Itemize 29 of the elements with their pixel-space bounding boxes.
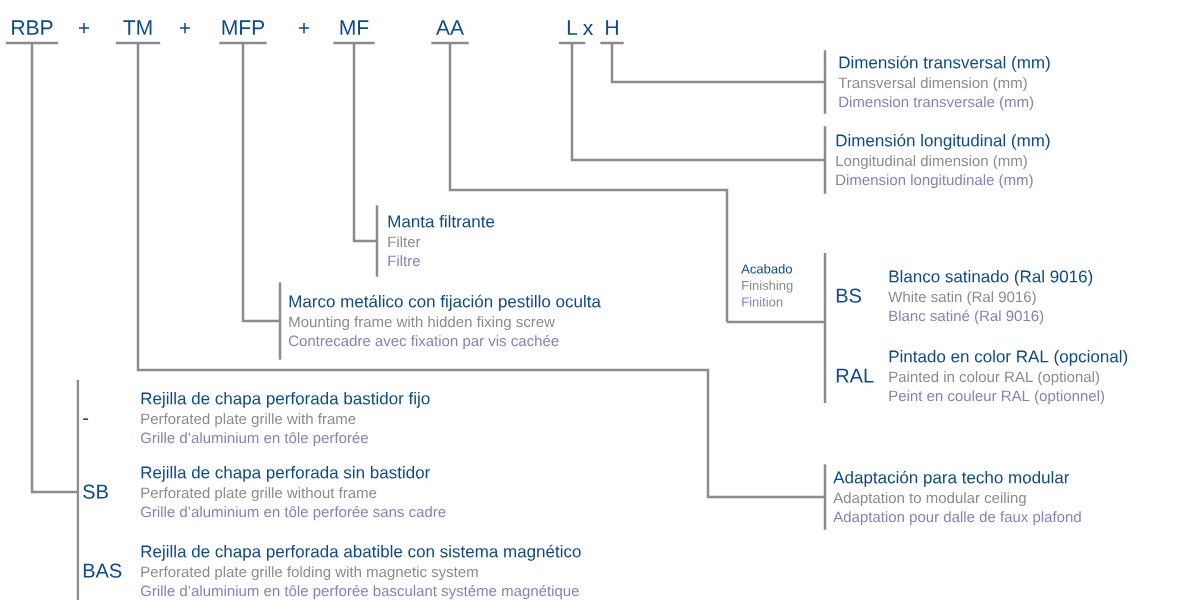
option-entry: - Rejilla de chapa perforada bastidor fijo Perforated plate grille with frame Grille d’aluminium en tôle perforée [83,392,430,447]
underlined-code: MFP [219,20,267,45]
underlined-code: RBP [5,20,59,45]
option-entry: SB Rejilla de chapa perforada sin bastidor Perforated plate grille without frame Grille d’aluminium en tôle perforée sans cadre [83,466,446,521]
description-block: Adaptación para techo modular Adaptation to modular ceiling Adaptation pour dalle de faux plafond [823,464,1081,530]
connector-line [725,251,827,405]
plus-sign: + [298,22,310,34]
connector-line [570,43,825,162]
connector-line [30,41,80,600]
description-block: Manta filtrante Filter Filtre [375,205,495,277]
underlined-code: H [600,20,624,45]
option-entry: RAL Pintado en color RAL (opcional) Painted in colour RAL (optional) Peint en couleur RAL (optionnel) [836,350,1128,405]
description-block: Dimensión longitudinal (mm) Longitudinal dimension (mm) Dimension longitudinale (mm) [823,126,1050,194]
underlined-code: TM [115,20,161,45]
connector-line [241,43,280,323]
connector-line [610,43,825,84]
times-sign: x [583,23,594,35]
connector-line [448,43,729,322]
plus-sign: + [78,22,90,34]
option-entry: BS Blanco satinado (Ral 9016) White satin (Ral 9016) Blanc satiné (Ral 9016) [836,270,1093,325]
connector-line [352,43,377,243]
option-entry: BAS Rejilla de chapa perforada abatible con sistema magnético Perforated plate grille folding with magnetic system Grille d’aluminium en tôle perforée basculant systéme magnétique [83,544,581,600]
underlined-code: MF [333,20,375,45]
description-block: Marco metálico con fijación pestillo oculta Mounting frame with hidden fixing screw Contrecadre avec fixation par vis cachée [278,282,601,360]
connector-line [136,43,825,499]
finish-heading: Acabado Finishing Finition [741,263,793,307]
description-block: Dimensión transversal (mm) Transversal dimension (mm) Dimension transversale (mm) [823,50,1050,114]
plus-sign: + [179,22,191,34]
underlined-code: AA [431,20,469,45]
